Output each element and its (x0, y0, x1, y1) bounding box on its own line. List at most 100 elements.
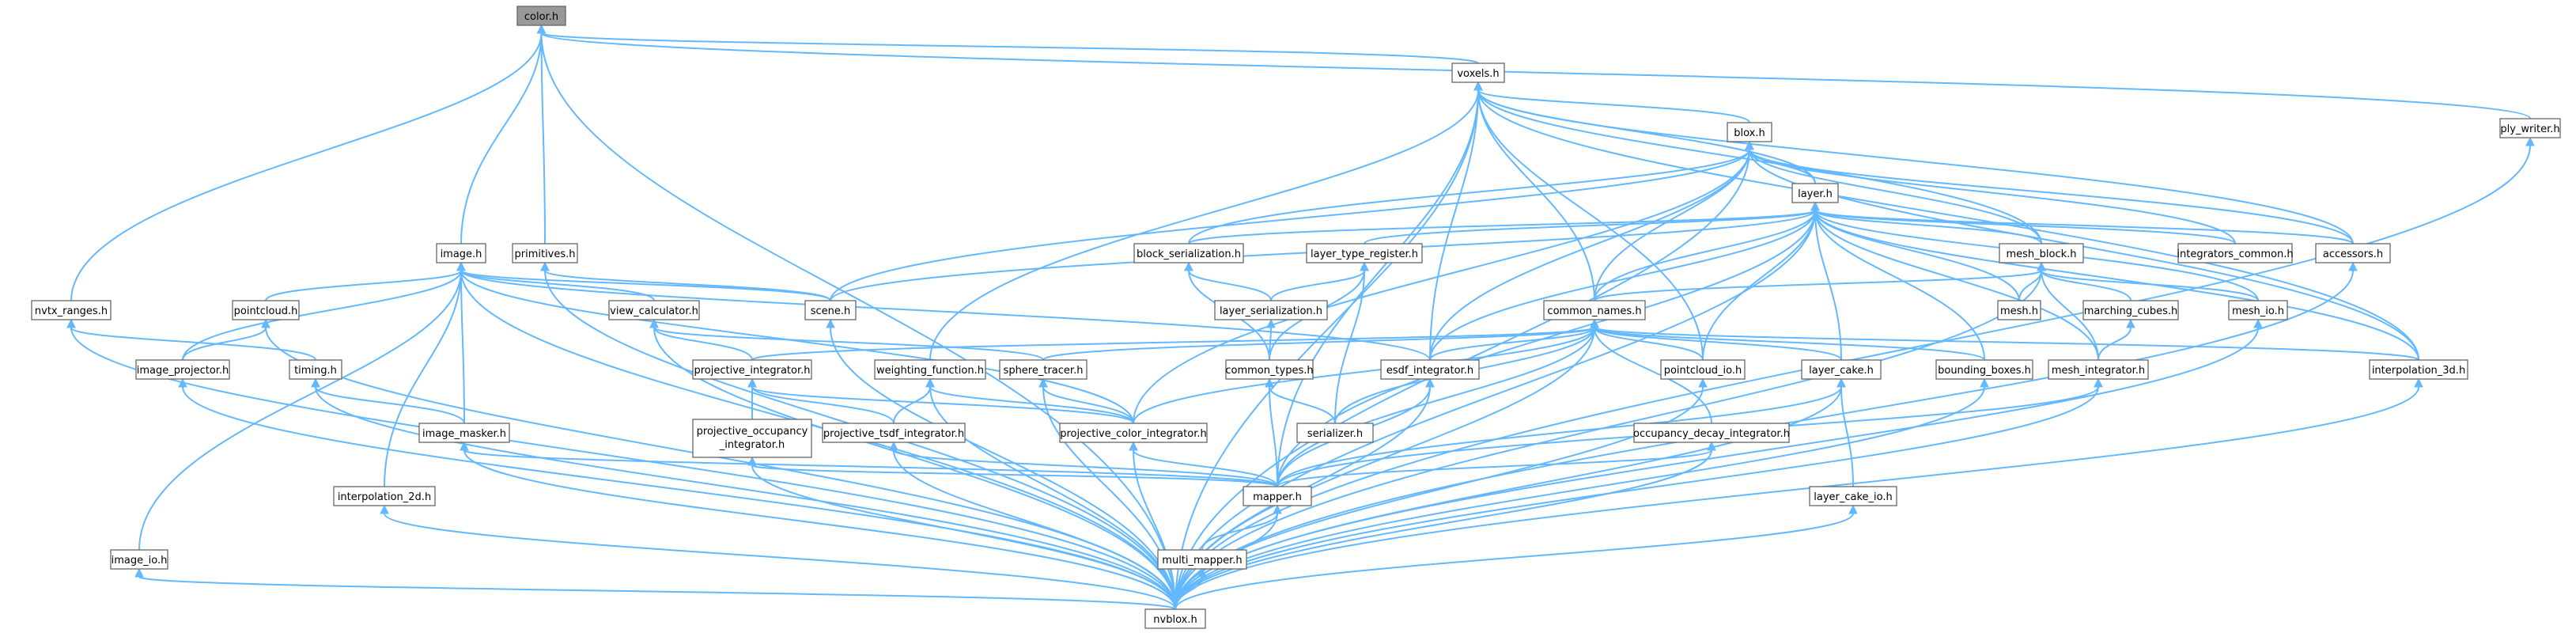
node-multi-mapper[interactable]: multi_mapper.h (1157, 549, 1247, 570)
node-primitives[interactable]: primitives.h (512, 243, 578, 263)
node-esdf-integrator[interactable]: esdf_integrator.h (1380, 359, 1480, 380)
node-scene[interactable]: scene.h (804, 300, 857, 320)
node-label: pointcloud_io.h (1664, 365, 1742, 377)
node-label: weighting_function.h (876, 365, 984, 377)
edge-mesh-to-layer (1810, 201, 2020, 301)
edge-timing-to-nvtx_ranges (66, 318, 316, 361)
node-accessors[interactable]: accessors.h (2315, 243, 2391, 263)
node-label: nvblox.h (1153, 614, 1197, 626)
edge-layer_cake-to-layer (1810, 201, 1842, 361)
edge-bounding_boxes-to-common_names (1590, 318, 1985, 361)
node-label: mesh_io.h (2232, 305, 2284, 317)
node-label: pointcloud.h (234, 305, 298, 317)
edge-nvblox-to-scene (826, 318, 1176, 610)
edge-weighting_function-to-voxels (929, 81, 1483, 361)
node-image-projector[interactable]: image_projector.h (135, 359, 230, 380)
node-ply-writer[interactable]: ply_writer.h (2499, 118, 2561, 138)
node-label: layer_cake_io.h (1814, 491, 1893, 503)
node-voxels[interactable]: voxels.h (1451, 63, 1505, 83)
node-common-types[interactable]: common_types.h (1225, 359, 1314, 380)
node-label: serializer.h (1307, 428, 1363, 440)
nodes-layer: color.hvoxels.hply_writer.hblox.hlayer.h… (31, 6, 2561, 629)
edge-nvblox-to-mesh_block (1175, 261, 2046, 610)
node-common-names[interactable]: common_names.h (1543, 300, 1646, 320)
node-label: accessors.h (2323, 248, 2383, 260)
node-layer-cake-io[interactable]: layer_cake_io.h (1809, 486, 1897, 506)
node-label: layer.h (1798, 188, 1833, 200)
node-label: projective_integrator.h (694, 365, 810, 377)
node-image-masker[interactable]: image_masker.h (418, 423, 510, 443)
node-image[interactable]: image.h (436, 243, 486, 263)
node-view-calculator[interactable]: view_calculator.h (608, 300, 700, 320)
edge-nvblox-to-color (536, 24, 1176, 610)
node-weighting-function[interactable]: weighting_function.h (874, 359, 986, 380)
node-mesh[interactable]: mesh.h (1997, 300, 2041, 320)
edge-projective_color_integrator-to-projective_integrator (747, 377, 1134, 424)
node-label: voxels.h (1457, 68, 1499, 80)
node-label: projective_tsdf_integrator.h (823, 428, 964, 440)
node-interpolation-3d[interactable]: interpolation_3d.h (2369, 359, 2468, 380)
edge-nvblox-to-interpolation_2d (380, 504, 1176, 610)
node-projective-color-integrator[interactable]: projective_color_integrator.h (1059, 423, 1208, 443)
node-mapper[interactable]: mapper.h (1243, 486, 1312, 506)
node-serializer[interactable]: serializer.h (1296, 423, 1374, 443)
node-marching-cubes[interactable]: marching_cubes.h (2082, 300, 2179, 320)
node-block-serialization[interactable]: block_serialization.h (1133, 243, 1244, 263)
node-label: common_types.h (1225, 365, 1313, 377)
edge-nvblox-to-image_io (134, 567, 1176, 610)
node-label: mesh_integrator.h (2052, 365, 2145, 377)
edge-view_calculator-to-image (456, 261, 655, 301)
node-occupancy-decay-integrator[interactable]: occupancy_decay_integrator.h (1633, 423, 1790, 443)
node-label: integrators_common.h (2177, 248, 2293, 260)
node-label: block_serialization.h (1137, 248, 1241, 260)
node-label: timing.h (294, 365, 337, 377)
node-timing[interactable]: timing.h (289, 359, 342, 380)
edge-projective_integrator-to-common_names (751, 318, 1599, 361)
edge-image-to-color (460, 24, 547, 244)
node-pointcloud-io[interactable]: pointcloud_io.h (1660, 359, 1746, 380)
edge-nvblox-to-mesh_integrator (1175, 377, 2103, 610)
node-bounding-boxes[interactable]: bounding_boxes.h (1935, 359, 2033, 380)
node-label: ply_writer.h (2500, 123, 2559, 135)
node-projective-tsdf-integrator[interactable]: projective_tsdf_integrator.h (822, 423, 966, 443)
node-integrators-common[interactable]: integrators_common.h (2177, 243, 2294, 263)
node-layer[interactable]: layer.h (1791, 183, 1839, 203)
node-label: layer_serialization.h (1220, 305, 1322, 317)
edge-blox-to-voxels (1473, 81, 1750, 123)
node-interpolation-2d[interactable]: interpolation_2d.h (333, 486, 436, 506)
node-image-io[interactable]: image_io.h (110, 549, 168, 570)
node-blox[interactable]: blox.h (1727, 122, 1772, 142)
node-sphere-tracer[interactable]: sphere_tracer.h (999, 359, 1088, 380)
node-layer-cake[interactable]: layer_cake.h (1801, 359, 1882, 380)
edge-nvblox-to-sphere_tracer (1038, 377, 1176, 610)
node-label: common_names.h (1547, 305, 1641, 317)
edge-sphere_tracer-to-view_calculator (649, 318, 1044, 361)
node-label: sphere_tracer.h (1004, 365, 1084, 377)
node-projective-occupancy-integrator[interactable]: projective_occupancy_integrator.h (692, 419, 812, 458)
node-nvblox[interactable]: nvblox.h (1144, 608, 1206, 629)
node-mesh-block[interactable]: mesh_block.h (1999, 243, 2084, 263)
edge-layer_serialization-to-block_serialization (1184, 261, 1272, 301)
node-label: image_masker.h (422, 428, 506, 440)
node-label: mapper.h (1253, 491, 1302, 503)
edge-nvblox-to-timing (311, 377, 1176, 610)
edge-nvblox-to-view_calculator (649, 318, 1176, 610)
node-label: multi_mapper.h (1162, 555, 1242, 567)
node-mesh-io[interactable]: mesh_io.h (2228, 300, 2288, 320)
node-label: bounding_boxes.h (1938, 365, 2031, 377)
node-label: primitives.h (514, 248, 575, 260)
node-projective-integrator[interactable]: projective_integrator.h (692, 359, 812, 380)
node-layer-serialization[interactable]: layer_serialization.h (1214, 300, 1328, 320)
node-label: image_io.h (112, 555, 168, 567)
node-mesh-integrator[interactable]: mesh_integrator.h (2048, 359, 2149, 380)
node-layer-type-register[interactable]: layer_type_register.h (1306, 243, 1423, 263)
node-pointcloud[interactable]: pointcloud.h (232, 300, 300, 320)
node-label: interpolation_3d.h (2372, 365, 2465, 377)
edge-projective_tsdf_integrator-to-projective_integrator (747, 377, 895, 424)
edge-image_masker-to-timing (311, 377, 465, 424)
node-nvtx-ranges[interactable]: nvtx_ranges.h (31, 300, 112, 320)
edge-nvblox-to-layer_cake_io (1175, 504, 1858, 610)
node-label: occupancy_decay_integrator.h (1633, 428, 1790, 440)
edge-mapper-to-common_types (1265, 377, 1278, 487)
